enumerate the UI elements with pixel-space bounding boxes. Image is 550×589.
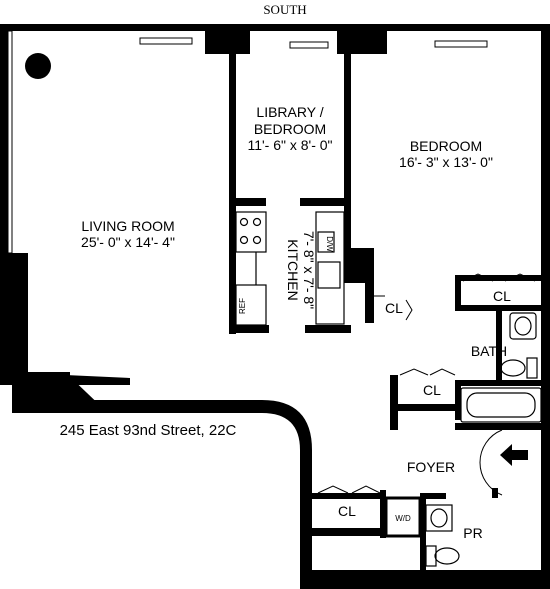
door-swing xyxy=(405,299,413,321)
closet-doors xyxy=(317,273,536,496)
window-library xyxy=(289,41,329,49)
bathtub-icon xyxy=(460,387,542,423)
pr-sink-icon xyxy=(425,504,453,532)
foyer-cl-bottom xyxy=(312,528,384,536)
pillar-2 xyxy=(337,24,387,54)
pr-toilet-bowl-icon xyxy=(434,547,460,565)
bedroom-closet-bottom xyxy=(455,305,541,311)
library-right-wall xyxy=(344,54,351,254)
library-bottom-left xyxy=(236,198,266,206)
door-swing xyxy=(351,485,381,494)
dw-label: D/W xyxy=(325,236,334,252)
kitchen-dims: 7'- 8" x 7'- 8" xyxy=(301,231,317,309)
pr-toilet-tank-icon xyxy=(425,545,437,567)
bedroom-closet-label: CL xyxy=(493,288,511,304)
library-closet-label: CL xyxy=(385,300,403,316)
foyer-cl-top xyxy=(312,493,384,499)
hall-closet-left xyxy=(390,375,398,430)
kitchen-fixtures xyxy=(235,211,345,326)
hall-closet-bottom xyxy=(398,404,455,411)
stove-icon xyxy=(235,211,267,253)
door-swing xyxy=(399,368,429,376)
burner-icon xyxy=(239,235,249,245)
bottom-wall xyxy=(12,400,262,413)
bottom-outer-wall xyxy=(300,570,550,589)
left-window xyxy=(7,30,13,254)
library-name-2: BEDROOM xyxy=(254,121,326,137)
kitchen-name: KITCHEN xyxy=(285,239,301,300)
kitchen-left-wall xyxy=(229,204,236,334)
ref-label: REF xyxy=(238,298,247,314)
bath-fixtures xyxy=(460,312,542,423)
library-dims: 11'- 6" x 8'- 0" xyxy=(247,137,332,153)
wd-label: W/D xyxy=(395,514,411,523)
bath-left-lower xyxy=(455,380,461,420)
core-block xyxy=(344,248,374,283)
toilet-bowl-icon xyxy=(500,359,526,377)
bath-left-wall xyxy=(496,311,502,381)
column-icon xyxy=(25,53,51,79)
address-label: 245 East 93nd Street, 22C xyxy=(60,422,237,439)
entry-arrow-icon xyxy=(500,444,528,466)
refrigerator-icon xyxy=(235,284,267,326)
library-left-wall xyxy=(229,54,236,204)
foyer-cl-right xyxy=(380,490,386,538)
entry-door-swing xyxy=(479,429,503,496)
kitchen-bottom-wall xyxy=(229,325,269,333)
pr-top-left xyxy=(426,493,446,499)
window-bedroom xyxy=(434,40,488,48)
pr-basin-icon xyxy=(430,508,448,528)
burner-icon xyxy=(252,217,262,227)
door-swing xyxy=(429,368,456,376)
sink-icon xyxy=(317,261,341,289)
orientation-label: SOUTH xyxy=(263,2,306,17)
door-swing xyxy=(504,273,536,282)
bath-mid-wall xyxy=(455,380,541,386)
bedroom-closet-top xyxy=(455,275,541,281)
top-wall xyxy=(0,24,550,31)
living-room-name: LIVING ROOM xyxy=(81,218,174,234)
left-lower-wall xyxy=(0,253,130,385)
pr-fixtures xyxy=(425,504,460,567)
window-living xyxy=(139,37,193,45)
core-edge xyxy=(365,283,374,323)
sink-basin-icon xyxy=(514,316,532,336)
curved-wall xyxy=(262,400,312,570)
pr-notch xyxy=(420,532,426,538)
bedroom-name: BEDROOM xyxy=(410,138,482,154)
hall-closet-label: CL xyxy=(423,382,441,398)
tub-basin-icon xyxy=(466,392,536,418)
door-swing xyxy=(317,485,349,494)
left-wall-upper xyxy=(0,24,8,260)
toilet-tank-icon xyxy=(526,357,538,379)
powder-room-name: PR xyxy=(463,525,482,541)
door-swing xyxy=(462,273,494,282)
dishwasher-icon xyxy=(317,231,335,253)
foyer-closet-label: CL xyxy=(338,503,356,519)
library-name-1: LIBRARY / xyxy=(256,104,323,120)
pillar-1 xyxy=(205,24,250,54)
bath-bottom-wall xyxy=(455,423,541,430)
living-room-dims: 25'- 0" x 14'- 4" xyxy=(81,234,175,250)
kitchen-bottom-right xyxy=(305,325,351,333)
pr-left-wall xyxy=(420,493,426,570)
pr-door-stop xyxy=(492,488,498,498)
windows xyxy=(139,37,488,49)
counter-right xyxy=(315,211,345,325)
bedroom-dims: 16'- 3" x 13'- 0" xyxy=(399,154,493,170)
walls xyxy=(0,24,550,589)
bath-name: BATH xyxy=(471,343,507,359)
bath-sink-icon xyxy=(509,312,537,340)
burner-icon xyxy=(239,217,249,227)
library-bottom-right xyxy=(300,198,351,206)
burner-icon xyxy=(252,235,262,245)
bedroom-closet-left xyxy=(455,281,461,311)
right-wall xyxy=(541,24,550,589)
foyer-name: FOYER xyxy=(407,459,455,475)
